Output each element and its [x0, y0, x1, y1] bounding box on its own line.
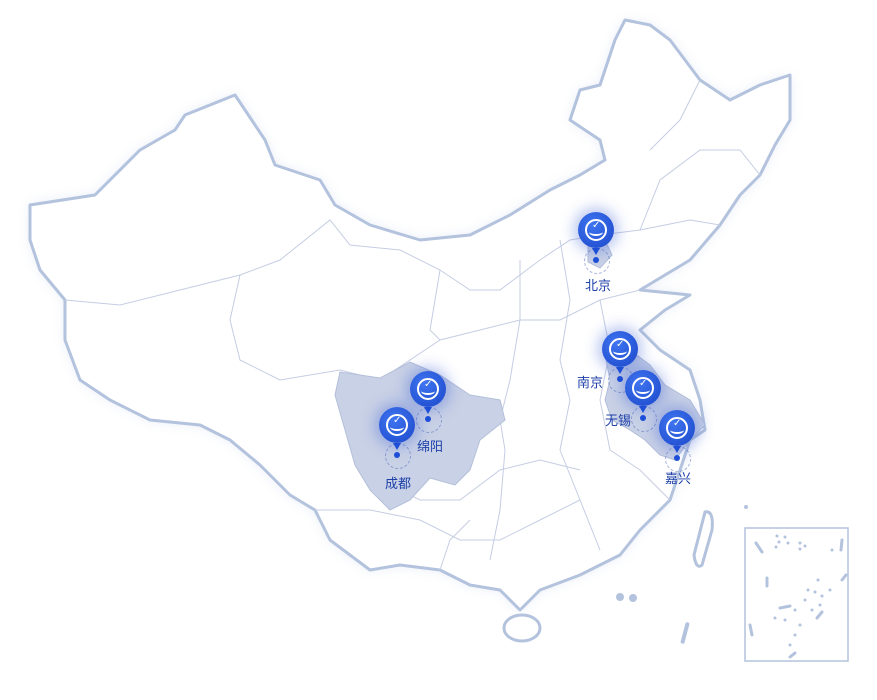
pin-tail: [592, 248, 600, 255]
marker-label: 北京: [584, 279, 612, 294]
logo-icon: [666, 417, 688, 439]
location-dot-icon: [674, 455, 680, 461]
logo-icon: [585, 219, 607, 241]
pin-tail: [639, 406, 647, 413]
company-logo-pin-icon[interactable]: [602, 331, 638, 367]
logo-icon: [632, 377, 654, 399]
logo-icon: [386, 414, 408, 436]
logo-icon: [609, 338, 631, 360]
marker-label: 绵阳: [416, 440, 444, 455]
company-logo-pin-icon[interactable]: [379, 407, 415, 443]
south-china-sea-inset: [744, 527, 849, 662]
marker-label: 无锡: [604, 414, 632, 429]
company-logo-pin-icon[interactable]: [625, 370, 661, 406]
company-logo-pin-icon[interactable]: [659, 410, 695, 446]
hainan-island: [502, 613, 542, 643]
pin-tail: [393, 443, 401, 450]
location-dot-icon: [394, 452, 400, 458]
marker-label: 南京: [576, 376, 604, 391]
location-dot-icon: [425, 416, 431, 422]
pin-tail: [673, 446, 681, 453]
taiwan-island: [692, 510, 714, 568]
company-logo-pin-icon[interactable]: [410, 371, 446, 407]
china-outline: [28, 18, 792, 612]
logo-icon: [417, 378, 439, 400]
location-dot-icon: [593, 257, 599, 263]
marker-label: 成都: [384, 477, 412, 492]
company-logo-pin-icon[interactable]: [578, 212, 614, 248]
location-dot-icon: [640, 415, 646, 421]
location-dot-icon: [617, 376, 623, 382]
islands: [616, 505, 748, 644]
pin-tail: [424, 407, 432, 414]
pin-tail: [616, 367, 624, 374]
marker-label: 嘉兴: [664, 472, 692, 487]
